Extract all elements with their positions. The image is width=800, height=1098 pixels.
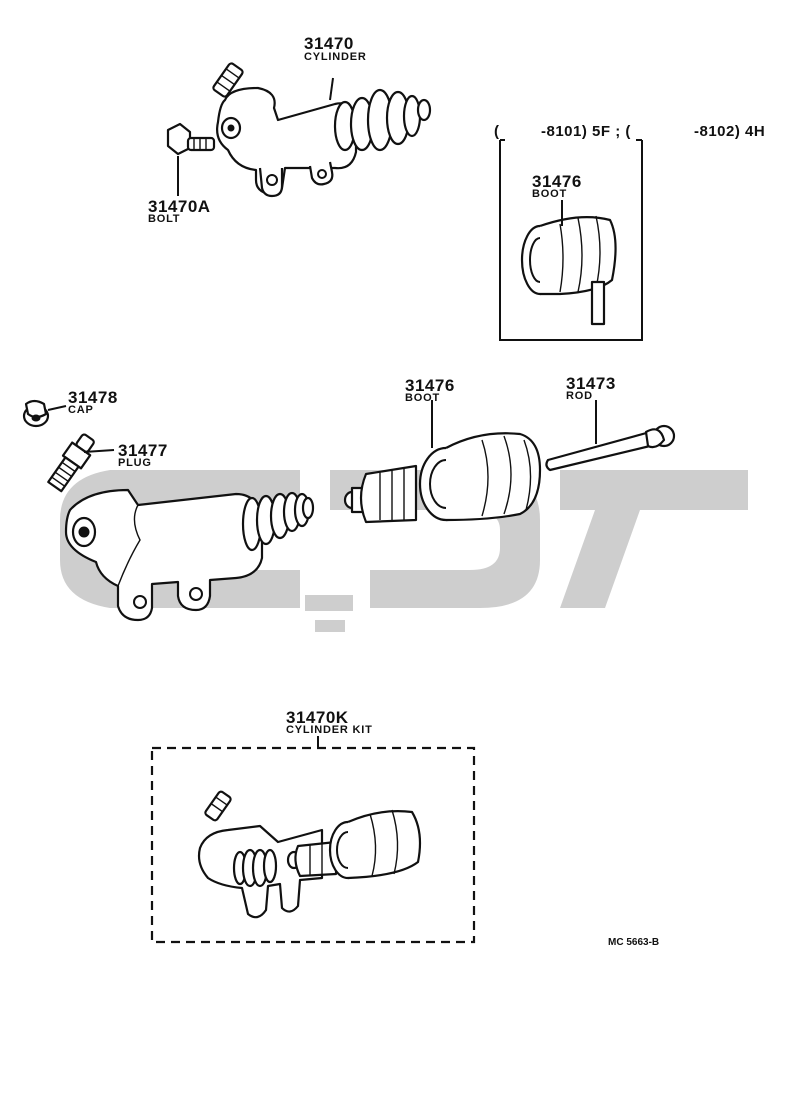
part-number-31470: 31470 xyxy=(304,34,354,53)
drawing-code: MC 5663-B xyxy=(608,937,660,948)
boot-main-part xyxy=(343,400,542,524)
bleeder-plug-part xyxy=(47,433,115,493)
part-name-plug: PLUG xyxy=(118,457,152,469)
part-number-31477: 31477 xyxy=(118,441,168,460)
part-number-31470a: 31470A xyxy=(148,197,211,216)
condition-range-b: -8102) 4H xyxy=(694,123,766,140)
part-number-31476: 31476 xyxy=(405,376,455,395)
part-name-boot: BOOT xyxy=(405,392,440,404)
part-name-rod: ROD xyxy=(566,390,593,402)
cap-part xyxy=(22,399,67,428)
part-name-bolt: BOLT xyxy=(148,213,181,225)
part-name-cylinder-kit: CYLINDER KIT xyxy=(286,724,373,736)
condition-open-paren: ( xyxy=(494,123,500,140)
part-name-cylinder: CYLINDER xyxy=(304,51,367,63)
cylinder-kit-box xyxy=(150,736,476,944)
part-number-31478: 31478 xyxy=(68,388,118,407)
condition-range-a: -8101) 5F ; ( xyxy=(541,123,631,140)
push-rod-part xyxy=(545,400,676,472)
part-name-cap: CAP xyxy=(68,404,94,416)
boot-variant-drawing xyxy=(520,215,617,326)
release-cylinder-main xyxy=(64,488,315,622)
release-cylinder-top xyxy=(212,62,432,198)
part-number-31473: 31473 xyxy=(566,374,616,393)
variant-boot-box xyxy=(499,139,643,341)
part-name-boot-variant: BOOT xyxy=(532,188,567,200)
part-number-31476-variant: 31476 xyxy=(532,172,582,191)
bolt-part xyxy=(166,122,216,196)
part-number-31470k: 31470K xyxy=(286,708,349,727)
